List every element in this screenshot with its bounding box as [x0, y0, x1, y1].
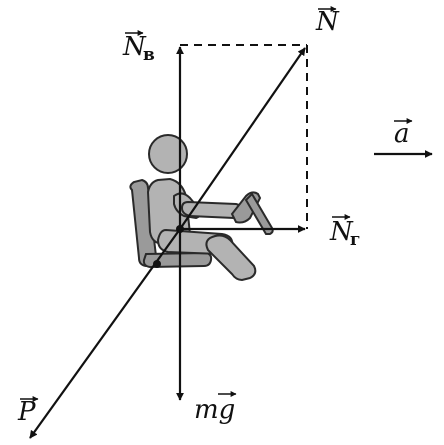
application-point	[176, 225, 184, 233]
label-Nv: N в	[122, 30, 155, 65]
driver-figure	[129, 134, 274, 282]
svg-text:a: a	[394, 119, 410, 149]
svg-text:mg: mg	[194, 395, 235, 425]
svg-text:P: P	[17, 397, 36, 427]
seat-contact-point	[153, 260, 161, 268]
label-N: N	[315, 6, 340, 37]
svg-text:г: г	[350, 230, 360, 250]
svg-text:в: в	[143, 45, 155, 65]
label-P: P	[17, 396, 39, 427]
driver-lower-leg	[205, 234, 257, 282]
svg-text:N: N	[315, 7, 340, 37]
svg-text:N: N	[122, 32, 147, 62]
svg-text:N: N	[329, 217, 354, 247]
label-Ng: N г	[329, 214, 360, 250]
label-mg: mg	[194, 391, 237, 425]
label-a: a	[394, 118, 413, 149]
vector-N-arrow	[179, 47, 306, 230]
driver-head	[148, 134, 188, 174]
